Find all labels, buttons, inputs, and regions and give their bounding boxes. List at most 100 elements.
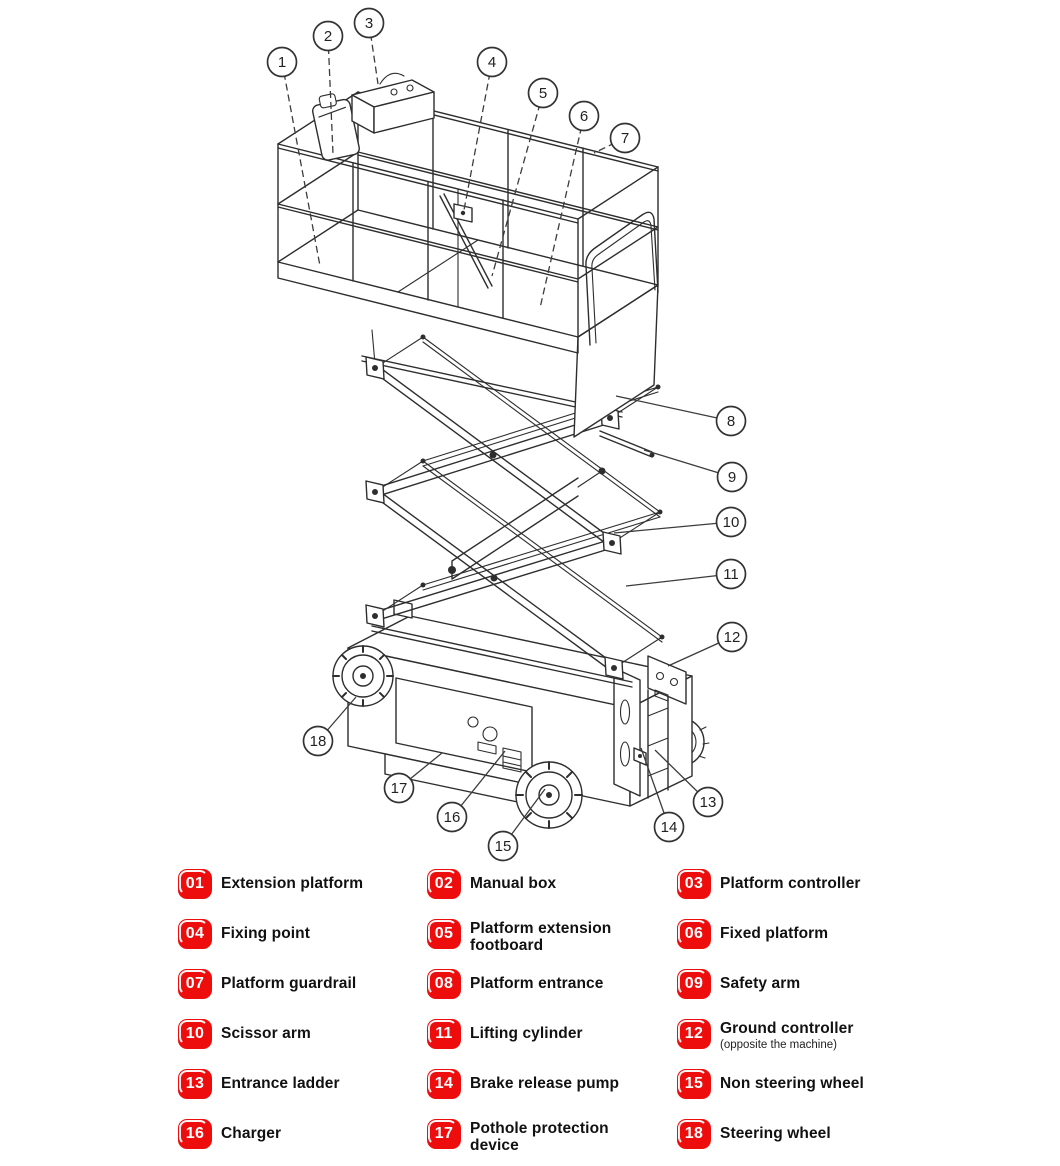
legend-label: Charger bbox=[221, 1125, 282, 1142]
callout-number: 4 bbox=[488, 54, 496, 71]
callout-circle bbox=[487, 830, 519, 862]
callout-number: 7 bbox=[621, 130, 629, 147]
legend-label-block: Platform entrance bbox=[470, 975, 604, 993]
legend-label: Platform guardrail bbox=[221, 975, 357, 992]
legend-label: Platform entrance bbox=[470, 975, 604, 992]
legend-label-block: Extension platform bbox=[221, 875, 364, 893]
legend-label-block: Fixing point bbox=[221, 925, 311, 943]
legend-number-badge: 06 bbox=[677, 919, 711, 949]
machine-line-art bbox=[277, 72, 710, 829]
callout-leader-line bbox=[625, 573, 732, 587]
callout-circle bbox=[716, 461, 748, 493]
platform-basket-drawing bbox=[277, 72, 659, 438]
legend-number-badge: 08 bbox=[427, 969, 461, 999]
legend-item-05: 05 Platform extension footboard bbox=[427, 916, 677, 966]
callout-leader-line bbox=[613, 521, 732, 534]
legend-number-badge: 03 bbox=[677, 869, 711, 899]
callout-circle bbox=[653, 811, 685, 843]
callout-circle bbox=[436, 801, 468, 833]
legend-item-09: 09 Safety arm bbox=[677, 966, 937, 1016]
callout-circle bbox=[312, 20, 344, 52]
callout-number: 14 bbox=[661, 819, 678, 836]
legend-item-10: 10 Scissor arm bbox=[178, 1016, 427, 1066]
callout-leader-line bbox=[615, 395, 732, 422]
callout-circle bbox=[476, 46, 508, 78]
legend-item-08: 08 Platform entrance bbox=[427, 966, 677, 1016]
legend-item-04: 04 Fixing point bbox=[178, 916, 427, 966]
callout-7: 7 bbox=[593, 122, 641, 154]
callout-circle bbox=[383, 772, 415, 804]
legend-number: 01 bbox=[185, 875, 205, 892]
legend-label-block: Brake release pump bbox=[470, 1075, 619, 1093]
legend-number-badge: 02 bbox=[427, 869, 461, 899]
legend-label-block: Platform guardrail bbox=[221, 975, 357, 993]
legend-label: Fixing point bbox=[221, 925, 311, 942]
legend-item-06: 06 Fixed platform bbox=[677, 916, 937, 966]
legend-label-block: Steering wheel bbox=[720, 1125, 831, 1143]
legend-number: 09 bbox=[684, 975, 704, 992]
legend-label-block: Charger bbox=[221, 1125, 282, 1143]
callout-circle bbox=[568, 100, 600, 132]
callout-2: 2 bbox=[312, 20, 344, 155]
legend-item-02: 02 Manual box bbox=[427, 866, 677, 916]
legend-label: Non steering wheel bbox=[720, 1075, 864, 1092]
legend-label: Entrance ladder bbox=[221, 1075, 340, 1092]
manual-box-drawing bbox=[311, 93, 360, 161]
legend-item-13: 13 Entrance ladder bbox=[178, 1066, 427, 1116]
legend-number: 12 bbox=[684, 1025, 704, 1042]
legend-label-block: Pothole protection device bbox=[470, 1120, 609, 1154]
legend-item-15: 15 Non steering wheel bbox=[677, 1066, 937, 1116]
callout-number: 2 bbox=[324, 28, 332, 45]
callout-circle bbox=[527, 77, 559, 109]
legend-number-badge: 17 bbox=[427, 1119, 461, 1149]
callout-leader-line bbox=[327, 35, 334, 155]
legend-number-badge: 05 bbox=[427, 919, 461, 949]
legend-label: Platform controller bbox=[720, 875, 861, 892]
legend-item-01: 01 Extension platform bbox=[178, 866, 427, 916]
callout-4: 4 bbox=[463, 46, 508, 211]
callout-circle bbox=[266, 46, 298, 78]
legend-label-line2: device bbox=[470, 1136, 519, 1154]
callout-6: 6 bbox=[539, 100, 600, 309]
callout-leader-line bbox=[491, 92, 544, 277]
legend-item-03: 03 Platform controller bbox=[677, 866, 937, 916]
legend-number: 14 bbox=[434, 1075, 454, 1092]
legend-label-block: Entrance ladder bbox=[221, 1075, 340, 1093]
legend-number-badge: 12 bbox=[677, 1019, 711, 1049]
callout-circle bbox=[302, 725, 334, 757]
callout-15: 15 bbox=[487, 788, 546, 862]
legend-label: Scissor arm bbox=[221, 1025, 311, 1042]
callout-number: 12 bbox=[724, 629, 741, 646]
callout-number: 16 bbox=[444, 809, 461, 826]
callout-leader-line bbox=[281, 61, 321, 267]
callout-number: 5 bbox=[539, 85, 547, 102]
legend-number: 17 bbox=[434, 1125, 454, 1142]
legend-number: 15 bbox=[684, 1075, 704, 1092]
legend-number-badge: 10 bbox=[178, 1019, 212, 1049]
callout-11: 11 bbox=[625, 558, 747, 590]
legend-number-badge: 18 bbox=[677, 1119, 711, 1149]
legend-label-block: Platform controller bbox=[720, 875, 861, 893]
callout-circle bbox=[716, 621, 748, 653]
callout-circle bbox=[715, 405, 747, 437]
platform-controller-drawing bbox=[351, 72, 435, 134]
callout-circle bbox=[692, 786, 724, 818]
legend-number: 08 bbox=[434, 975, 454, 992]
legend-label: Fixed platform bbox=[720, 925, 829, 942]
callout-circle bbox=[715, 506, 747, 538]
legend-label-block: Fixed platform bbox=[720, 925, 829, 943]
legend-number-badge: 07 bbox=[178, 969, 212, 999]
callout-number: 3 bbox=[365, 15, 373, 32]
legend-label-block: Non steering wheel bbox=[720, 1075, 864, 1093]
legend-label: Extension platform bbox=[221, 875, 364, 892]
legend-label-line2: footboard bbox=[470, 936, 544, 954]
callout-circle bbox=[609, 122, 641, 154]
legend-label-block: Lifting cylinder bbox=[470, 1025, 583, 1043]
callout-circle bbox=[353, 7, 385, 39]
legend-number: 07 bbox=[185, 975, 205, 992]
legend-label-block: Ground controller (opposite the machine) bbox=[720, 1020, 853, 1052]
callout-number: 9 bbox=[728, 469, 736, 486]
legend-item-16: 16 Charger bbox=[178, 1116, 427, 1166]
legend-label: Lifting cylinder bbox=[470, 1025, 583, 1042]
legend-number: 02 bbox=[434, 875, 454, 892]
